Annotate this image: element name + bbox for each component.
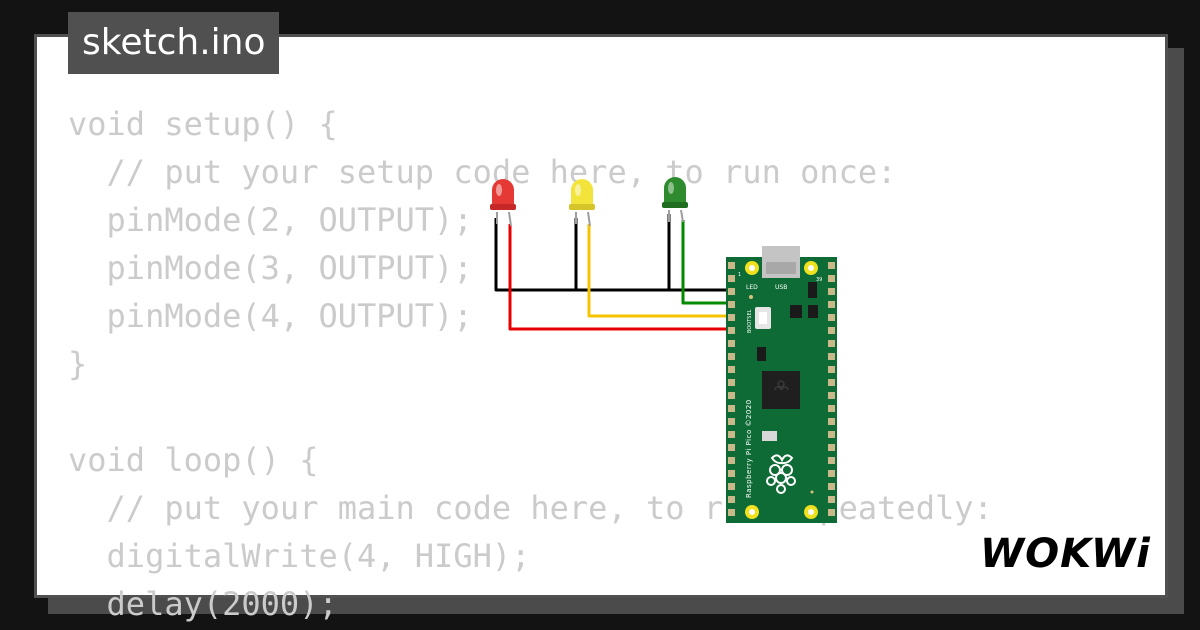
wire-green-signal[interactable]	[681, 220, 736, 305]
led-green[interactable]	[662, 177, 688, 223]
wire-red-signal[interactable]	[508, 224, 736, 331]
code-line: // put your setup code here, to run once…	[68, 153, 897, 191]
board-model-label: Raspberry Pi Pico ©2020	[745, 399, 753, 498]
file-tab[interactable]: sketch.ino	[68, 12, 280, 74]
wokwi-logo[interactable]: WOKWi	[978, 526, 1150, 578]
bootsel-label: BOOTSEL	[747, 309, 753, 333]
small-chip	[757, 347, 766, 361]
onboard-led	[749, 295, 753, 299]
code-line: pinMode(4, OUTPUT);	[68, 297, 473, 335]
wire-yellow-signal[interactable]	[587, 224, 736, 318]
wire-red-ground[interactable]	[494, 218, 736, 292]
wires	[494, 214, 736, 331]
pin-header-right	[828, 262, 835, 516]
pin-header-left	[728, 262, 735, 516]
regulator-chip	[808, 305, 818, 318]
wokwi-logo-text: WOKWi	[980, 531, 1151, 577]
raspberry-pi-logo-icon	[766, 454, 796, 494]
led-label: LED	[746, 284, 758, 291]
test-pad	[762, 431, 777, 441]
code-editor[interactable]: void setup() { // put your setup code he…	[68, 100, 1158, 623]
pin-label-39: 39	[816, 277, 822, 283]
led-red[interactable]	[490, 179, 516, 227]
code-line: void loop() {	[68, 441, 319, 479]
flash-chip	[790, 305, 802, 318]
led-yellow[interactable]	[569, 179, 595, 227]
crystal	[808, 282, 817, 298]
pico-board[interactable]: LED USB 1 39 BOOTSEL Raspberry Pi Pico ©…	[726, 246, 837, 523]
code-line: pinMode(2, OUTPUT);	[68, 201, 473, 239]
pin-label-1: 1	[738, 272, 741, 278]
code-line: delay(2000);	[68, 585, 338, 623]
code-line: pinMode(3, OUTPUT);	[68, 249, 473, 287]
code-line: void setup() {	[68, 105, 338, 143]
code-line: }	[68, 345, 88, 383]
usb-label: USB	[775, 284, 787, 291]
code-line: digitalWrite(4, HIGH);	[68, 537, 531, 575]
